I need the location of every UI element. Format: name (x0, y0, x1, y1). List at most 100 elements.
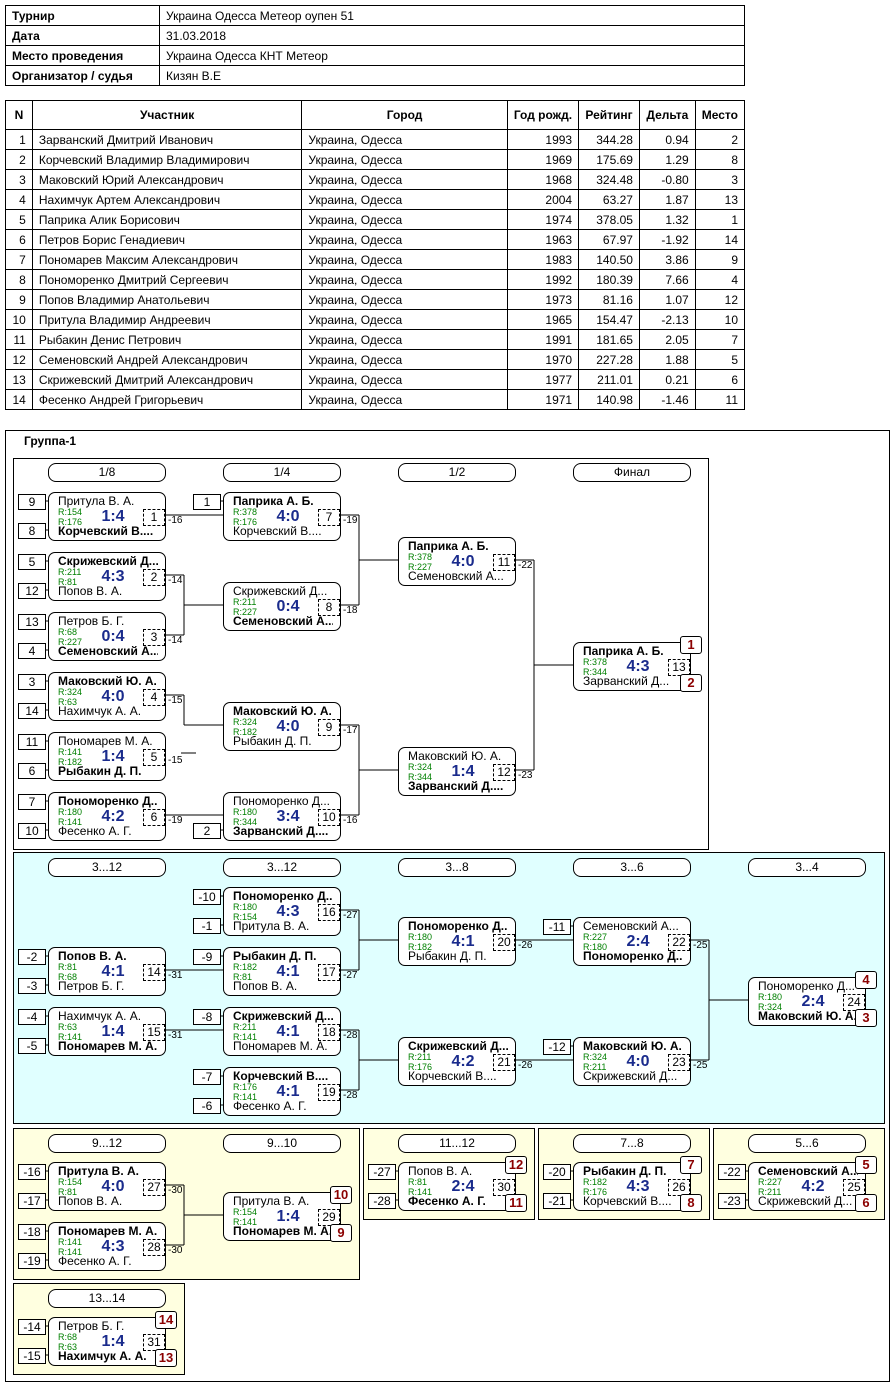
match-31[interactable]: Петров Б. Г. R:68 R:63 1:4 31 Нахимчук А… (48, 1317, 166, 1366)
match-26[interactable]: Рыбакин Д. П. R:182 R:176 4:3 26 Корчевс… (573, 1162, 691, 1211)
match-22[interactable]: Семеновский А... R:227 R:180 2:4 22 Поно… (573, 917, 691, 966)
match-23[interactable]: Маковский Ю. А. R:324 R:211 4:0 23 Скриж… (573, 1037, 691, 1086)
place-badge: 3 (855, 1009, 877, 1027)
match-3[interactable]: Петров Б. Г. R:68 R:227 0:4 3 Семеновски… (48, 612, 166, 661)
match-rating2: R:180 (583, 942, 608, 952)
player-city: Украина, Одесса (301, 349, 508, 370)
match-rating2: R:63 (58, 1342, 78, 1352)
match-6[interactable]: Пономоренко Д... R:180 R:141 4:2 6 Фесен… (48, 792, 166, 841)
match-rating2: R:68 (58, 972, 78, 982)
match-12[interactable]: Маковский Ю. А. R:324 R:344 1:4 12 Зарва… (398, 747, 516, 796)
match-28[interactable]: Пономарев М. А. R:141 R:141 4:3 28 Фесен… (48, 1222, 166, 1271)
match-number: 26 (668, 1179, 690, 1196)
match-1[interactable]: Притула В. А. R:154 R:176 1:4 1 Корчевск… (48, 492, 166, 541)
match-player2: Фесенко А. Г. (408, 1195, 486, 1208)
info-label: Дата (5, 25, 160, 46)
match-rating1: R:378 (408, 552, 433, 562)
seed-box: -3 (18, 978, 46, 994)
player-city: Украина, Одесса (301, 269, 508, 290)
match-18[interactable]: Скрижевский Д... R:211 R:141 4:1 18 Поно… (223, 1007, 341, 1056)
info-label: Турнир (5, 5, 160, 26)
player-city: Украина, Одесса (301, 389, 508, 410)
match-10[interactable]: Пономоренко Д... R:180 R:344 3:4 10 Зарв… (223, 792, 341, 841)
loser-destination: -25 (693, 1060, 708, 1071)
player-rating: 140.98 (578, 389, 640, 410)
match-15[interactable]: Нахимчук А. А. R:63 R:141 1:4 15 Пономар… (48, 1007, 166, 1056)
match-27[interactable]: Притула В. А. R:154 R:81 4:0 27 Попов В.… (48, 1162, 166, 1211)
match-30[interactable]: Попов В. А. R:81 R:141 2:4 30 Фесенко А.… (398, 1162, 516, 1211)
loser-destination: -14 (168, 575, 183, 586)
match-21[interactable]: Скрижевский Д... R:211 R:176 4:2 21 Корч… (398, 1037, 516, 1086)
match-score: 3:4 (276, 808, 300, 825)
player-n: 3 (5, 169, 33, 190)
match-player2: Семеновский А... (58, 645, 158, 658)
match-player1: Маковский Ю. А. (58, 675, 157, 688)
match-rating1: R:68 (58, 1332, 78, 1342)
match-player1: Семеновский А... (583, 920, 679, 933)
match-13[interactable]: Паприка А. Б. R:378 R:344 4:3 13 Зарванс… (573, 642, 691, 691)
player-year: 1970 (506, 349, 580, 370)
match-2[interactable]: Скрижевский Д... R:211 R:81 4:3 2 Попов … (48, 552, 166, 601)
player-year: 1973 (506, 289, 580, 310)
match-player1: Попов В. А. (58, 950, 127, 963)
match-number: 20 (493, 934, 515, 951)
match-player1: Скрижевский Д... (408, 1040, 508, 1053)
match-player2: Попов В. А. (58, 585, 123, 598)
player-name: Рыбакин Денис Петрович (31, 329, 303, 350)
round-header-c2: 3...12 (223, 858, 341, 877)
seed-box: 11 (18, 734, 46, 750)
match-19[interactable]: Корчевский В.... R:176 R:141 4:1 19 Фесе… (223, 1067, 341, 1116)
player-name: Зарванский Дмитрий Иванович (31, 129, 303, 150)
match-9[interactable]: Маковский Ю. А. R:324 R:182 4:0 9 Рыбаки… (223, 702, 341, 751)
match-player1: Пономоренко Д... (758, 980, 856, 993)
match-rating1: R:81 (408, 1177, 428, 1187)
match-rating1: R:182 (233, 962, 258, 972)
player-delta: 1.88 (638, 349, 696, 370)
match-score: 1:4 (451, 763, 475, 780)
match-number: 12 (493, 764, 515, 781)
match-rating1: R:227 (758, 1177, 783, 1187)
match-player2: Пономарев М. А. (233, 1040, 328, 1053)
player-delta: 3.86 (638, 249, 696, 270)
place-badge: 5 (855, 1156, 877, 1174)
player-rating: 227.28 (578, 349, 640, 370)
match-17[interactable]: Рыбакин Д. П. R:182 R:81 4:1 17 Попов В.… (223, 947, 341, 996)
match-14[interactable]: Попов В. А. R:81 R:68 4:1 14 Петров Б. Г… (48, 947, 166, 996)
match-7[interactable]: Паприка А. Б. R:378 R:176 4:0 7 Корчевск… (223, 492, 341, 541)
match-29[interactable]: Притула В. А. R:154 R:141 1:4 29 Пономар… (223, 1192, 341, 1241)
match-number: 5 (143, 749, 165, 766)
match-player1: Пономарев М. А. (58, 735, 153, 748)
seed-box: -2 (18, 949, 46, 965)
match-5[interactable]: Пономарев М. А. R:141 R:182 1:4 5 Рыбаки… (48, 732, 166, 781)
match-player2: Фесенко А. Г. (233, 1100, 307, 1113)
match-rating2: R:182 (408, 942, 433, 952)
seed-box: -5 (18, 1038, 46, 1054)
match-player1: Притула В. А. (58, 495, 135, 508)
match-25[interactable]: Семеновский А... R:227 R:211 4:2 25 Скри… (748, 1162, 866, 1211)
player-place: 8 (694, 149, 746, 170)
match-player2: Нахимчук А. А. (58, 705, 142, 718)
match-rating1: R:211 (58, 567, 82, 577)
seed-box: -14 (18, 1319, 46, 1335)
player-row: 6 Петров Борис Генадиевич Украина, Одесс… (5, 229, 746, 250)
match-11[interactable]: Паприка А. Б. R:378 R:227 4:0 11 Семенов… (398, 537, 516, 586)
seed-box: -21 (543, 1193, 571, 1209)
match-4[interactable]: Маковский Ю. А. R:324 R:63 4:0 4 Нахимчу… (48, 672, 166, 721)
seed-box: -6 (193, 1098, 221, 1114)
match-rating2: R:176 (408, 1062, 433, 1072)
seed-box: -15 (18, 1348, 46, 1364)
match-16[interactable]: Пономоренко Д... R:180 R:154 4:3 16 Прит… (223, 887, 341, 936)
player-city: Украина, Одесса (301, 129, 508, 150)
match-24[interactable]: Пономоренко Д... R:180 R:324 2:4 24 Мако… (748, 977, 866, 1026)
match-20[interactable]: Пономоренко Д... R:180 R:182 4:1 20 Рыба… (398, 917, 516, 966)
players-table: N Участник Город Год рожд. Рейтинг Дельт… (5, 100, 746, 410)
match-8[interactable]: Скрижевский Д... R:211 R:227 0:4 8 Семен… (223, 582, 341, 631)
loser-destination: -31 (168, 1030, 183, 1041)
info-value: Украина Одесса Метеор оупен 51 (159, 5, 745, 26)
match-rating1: R:324 (408, 762, 433, 772)
player-city: Украина, Одесса (301, 189, 508, 210)
player-place: 12 (694, 289, 746, 310)
match-player1: Петров Б. Г. (58, 1320, 125, 1333)
